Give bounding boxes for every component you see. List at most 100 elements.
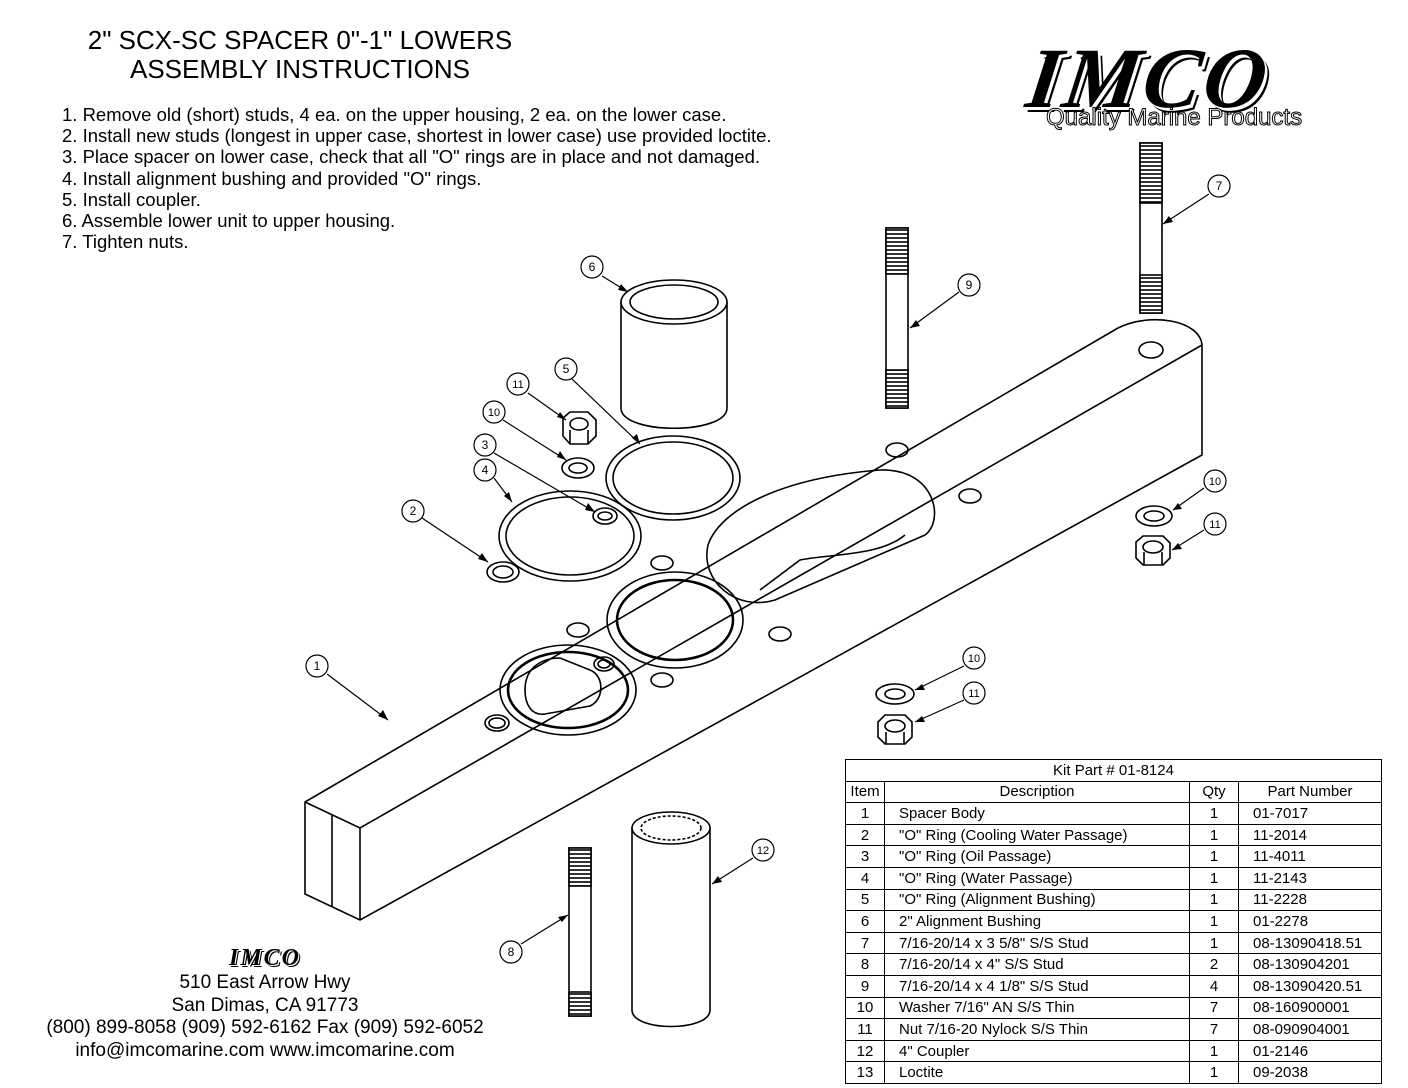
stud-7 (1139, 142, 1163, 314)
header-part-number: Part Number (1238, 780, 1382, 804)
row-item: 4 (845, 866, 885, 890)
row-part-number: 11-4011 (1238, 845, 1382, 868)
kit-title-row: Kit Part # 01-8124 (845, 759, 1382, 782)
row-item: 12 (845, 1039, 885, 1063)
callout-11-right: 11 (1209, 519, 1220, 531)
header-item: Item (845, 780, 885, 804)
kit-parts-table: Kit Part # 01-8124 Item Description Qty … (845, 759, 1382, 1084)
row-part-number: 09-2038 (1238, 1061, 1382, 1084)
row-qty: 1 (1189, 931, 1239, 955)
nut-lower (877, 714, 913, 745)
row-item: 6 (845, 910, 885, 933)
row-description: 7/16-20/14 x 4" S/S Stud (884, 953, 1190, 976)
imco-logo: IMCO Quality Marine Products (1021, 30, 1368, 134)
row-part-number: 08-13090418.51 (1238, 931, 1382, 955)
row-part-number: 08-130904201 (1238, 953, 1382, 976)
row-description: Nut 7/16-20 Nylock S/S Thin (884, 1018, 1190, 1041)
o-ring-4 (498, 490, 642, 582)
row-qty: 1 (1189, 823, 1239, 847)
row-qty: 7 (1189, 996, 1239, 1020)
row-part-number: 01-2278 (1238, 910, 1382, 933)
callout-4: 4 (482, 463, 489, 477)
o-ring-3 (592, 507, 618, 525)
callout-10-right: 10 (1209, 476, 1221, 488)
step-6: 6. Assemble lower unit to upper housing. (62, 210, 396, 232)
address-logo: IMCO (228, 945, 302, 971)
title-line-2: ASSEMBLY INSTRUCTIONS (130, 54, 470, 84)
leader-arrowheads (378, 216, 1182, 922)
callout-5: 5 (563, 362, 570, 376)
row-part-number: 08-090904001 (1238, 1018, 1382, 1041)
step-7: 7. Tighten nuts. (62, 231, 189, 253)
row-part-number: 11-2143 (1238, 866, 1382, 890)
callout-8: 8 (508, 945, 515, 959)
row-description: "O" Ring (Alignment Bushing) (884, 888, 1190, 912)
callout-10-lower: 10 (968, 653, 980, 665)
instruction-steps: 1. Remove old (short) studs, 4 ea. on th… (62, 104, 772, 252)
row-item: 13 (845, 1061, 885, 1084)
spacer-body (304, 318, 1203, 921)
row-qty: 2 (1189, 953, 1239, 976)
title-line-1: 2" SCX-SC SPACER 0"-1" LOWERS (87, 25, 513, 55)
address-street: 510 East Arrow Hwy (179, 972, 351, 993)
row-item: 3 (845, 845, 885, 868)
stud-9 (885, 227, 909, 409)
coupler (631, 811, 711, 1028)
callout-11-left: 11 (512, 379, 523, 391)
callout-10-left: 10 (488, 407, 500, 419)
kit-title: Kit Part # 01-8124 (845, 759, 1382, 782)
row-item: 7 (845, 931, 885, 955)
row-item: 9 (845, 974, 885, 998)
nut-upper-left (562, 411, 597, 445)
step-1: 1. Remove old (short) studs, 4 ea. on th… (62, 104, 727, 125)
company-address: IMCO 510 East Arrow Hwy San Dimas, CA 91… (10, 944, 520, 1062)
nut-right (1135, 535, 1171, 566)
row-description: 7/16-20/14 x 4 1/8" S/S Stud (884, 974, 1190, 998)
row-part-number: 01-7017 (1238, 802, 1382, 825)
stud-8 (568, 847, 592, 1017)
row-item: 11 (845, 1018, 885, 1041)
row-qty: 1 (1189, 845, 1239, 868)
row-description: "O" Ring (Oil Passage) (884, 845, 1190, 868)
row-description: Loctite (884, 1061, 1190, 1084)
row-description: "O" Ring (Water Passage) (884, 866, 1190, 890)
step-2: 2. Install new studs (longest in upper c… (62, 125, 772, 147)
row-qty: 1 (1189, 1039, 1239, 1063)
address-phone: (800) 899-8058 (909) 592-6162 Fax (909) … (46, 1017, 484, 1038)
callout-circles (305, 174, 1231, 964)
row-item: 2 (845, 823, 885, 847)
washer-lower (875, 683, 915, 705)
address-city: San Dimas, CA 91773 (171, 994, 359, 1016)
washer-right (1135, 505, 1173, 527)
row-description: 4" Coupler (884, 1039, 1190, 1063)
row-qty: 1 (1189, 888, 1239, 912)
header-description: Description (884, 780, 1190, 804)
row-qty: 1 (1189, 910, 1239, 933)
row-item: 5 (845, 888, 885, 912)
row-part-number: 01-2146 (1238, 1039, 1382, 1063)
callout-11-lower: 11 (968, 688, 979, 700)
row-description: "O" Ring (Cooling Water Passage) (884, 823, 1190, 847)
step-4: 4. Install alignment bushing and provide… (62, 167, 482, 189)
row-part-number: 08-160900001 (1238, 996, 1382, 1020)
callout-12: 12 (757, 845, 769, 857)
callout-2: 2 (410, 504, 417, 518)
washer-upper-left (561, 457, 595, 479)
step-3: 3. Place spacer on lower case, check tha… (62, 146, 761, 168)
logo-tagline: Quality Marine Products (1045, 104, 1303, 132)
row-part-number: 11-2014 (1238, 823, 1382, 847)
row-description: 2" Alignment Bushing (884, 910, 1190, 933)
callout-9: 9 (966, 278, 973, 292)
address-web: info@imcomarine.com www.imcomarine.com (75, 1039, 455, 1061)
